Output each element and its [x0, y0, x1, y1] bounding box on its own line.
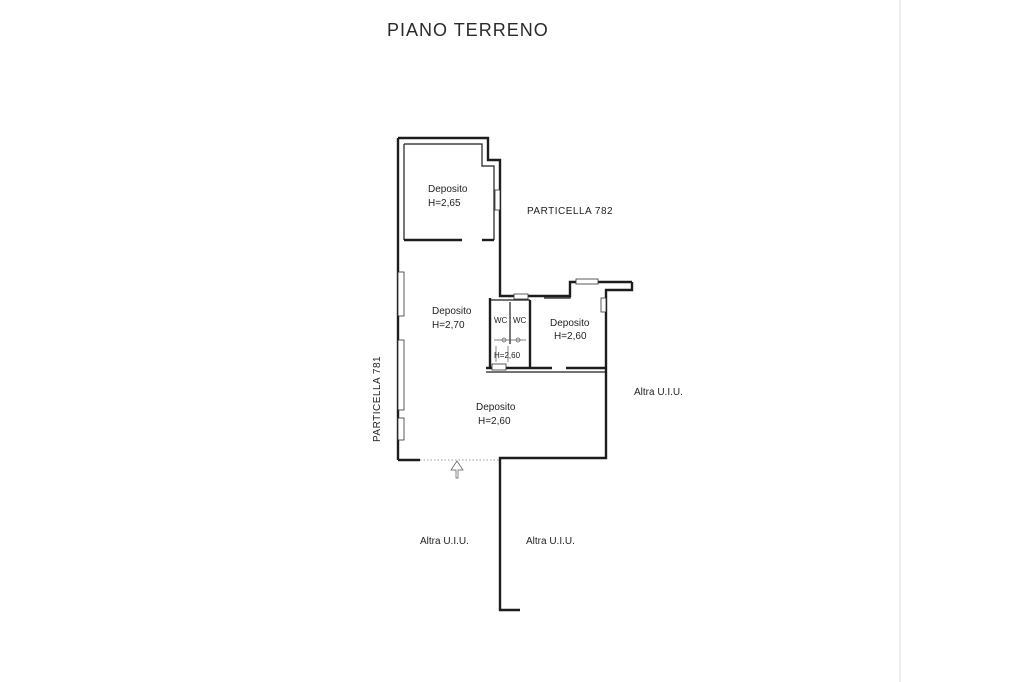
room-height: H=2,60 — [478, 416, 511, 427]
label-altra-uiu-right: Altra U.I.U. — [634, 387, 683, 398]
room-height: H=2,70 — [432, 320, 465, 331]
room-deposito-middle: Deposito H=2,70 — [432, 306, 472, 331]
room-height: H=2,65 — [428, 198, 461, 209]
window-top-right — [494, 189, 501, 211]
wc-label-right: WC — [513, 316, 527, 325]
plan-title: PIANO TERRENO — [387, 20, 549, 40]
room-height: H=2,60 — [554, 331, 587, 342]
room-name: Deposito — [476, 402, 516, 413]
room-deposito-top: Deposito H=2,65 — [428, 184, 468, 209]
entrance — [420, 459, 500, 479]
label-altra-uiu-bottom-right: Altra U.I.U. — [526, 536, 575, 547]
window-left-upper — [397, 271, 405, 317]
wc-height: H=2,60 — [494, 351, 521, 360]
label-particella-782: PARTICELLA 782 — [527, 206, 613, 217]
room-deposito-bottom: Deposito H=2,60 — [476, 402, 516, 427]
room-name: Deposito — [428, 184, 468, 195]
room-name: Deposito — [550, 318, 590, 329]
entrance-arrow-icon — [450, 460, 464, 479]
window-deposito-right-side — [600, 297, 607, 313]
wall-openings — [397, 189, 607, 441]
window-deposito-right-top — [575, 278, 599, 285]
window-bottom-wall — [491, 363, 507, 371]
label-particella-781: PARTICELLA 781 — [372, 356, 383, 442]
room-name: Deposito — [432, 306, 472, 317]
window-left-bottom — [397, 417, 405, 441]
wc-label-left: WC — [494, 316, 508, 325]
label-altra-uiu-bottom-left: Altra U.I.U. — [420, 536, 469, 547]
wc-fixtures — [494, 337, 526, 362]
interior-walls — [404, 238, 606, 373]
window-left-lower — [397, 339, 405, 411]
room-deposito-right: Deposito H=2,60 — [550, 318, 590, 342]
window-wc-top — [513, 293, 529, 300]
wc-labels: WC WC H=2,60 — [494, 316, 527, 360]
